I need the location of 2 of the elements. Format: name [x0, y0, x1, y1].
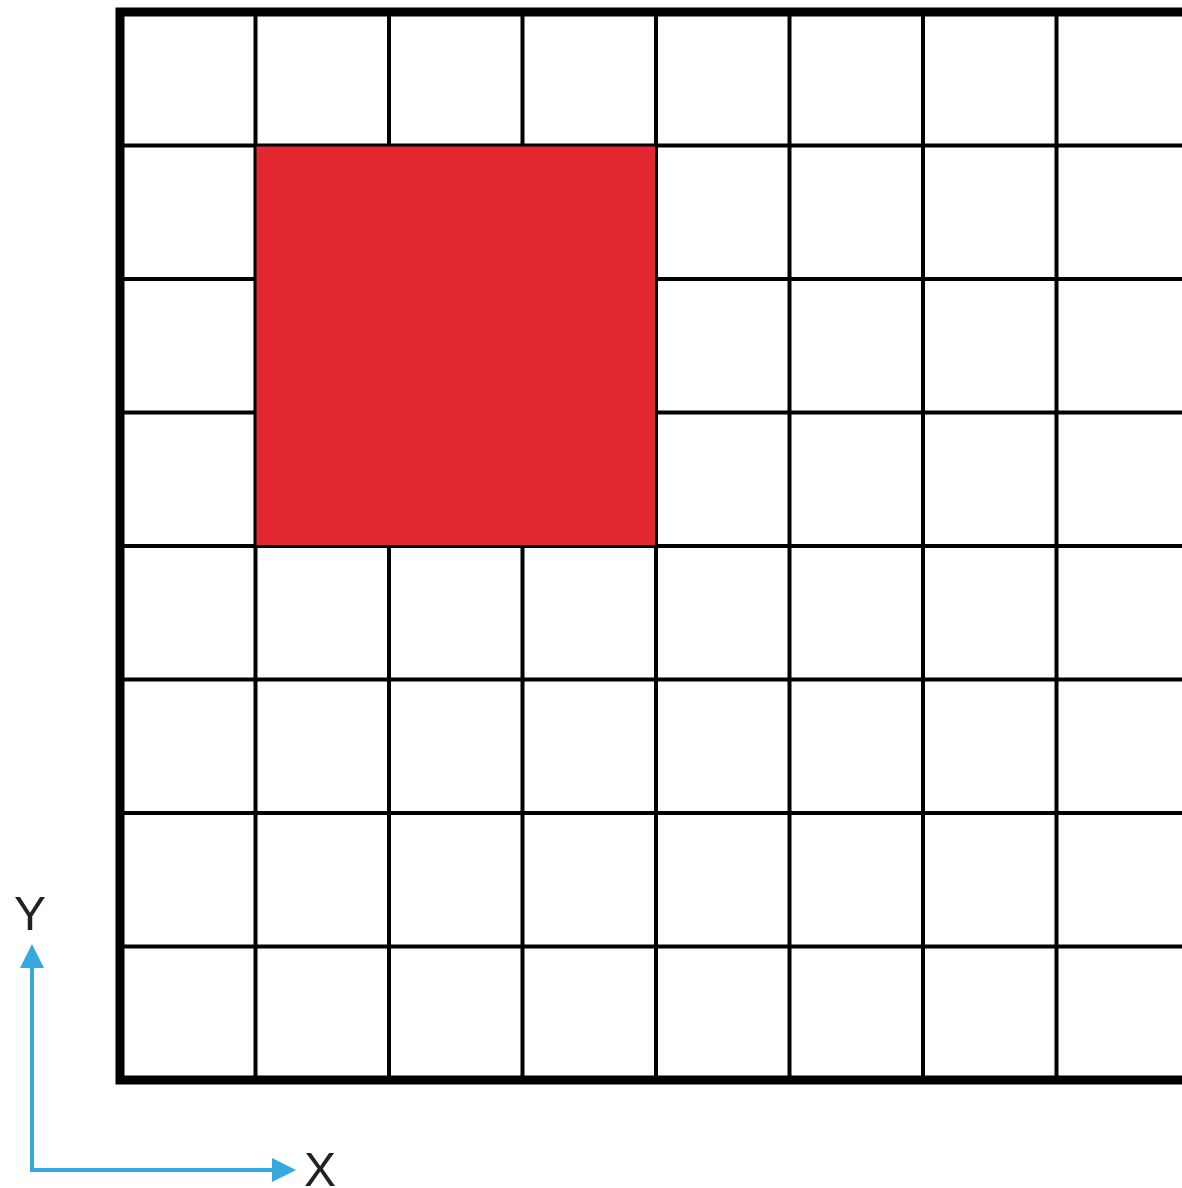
axis-label: X [304, 1146, 336, 1188]
axis-label: Y [14, 890, 46, 938]
